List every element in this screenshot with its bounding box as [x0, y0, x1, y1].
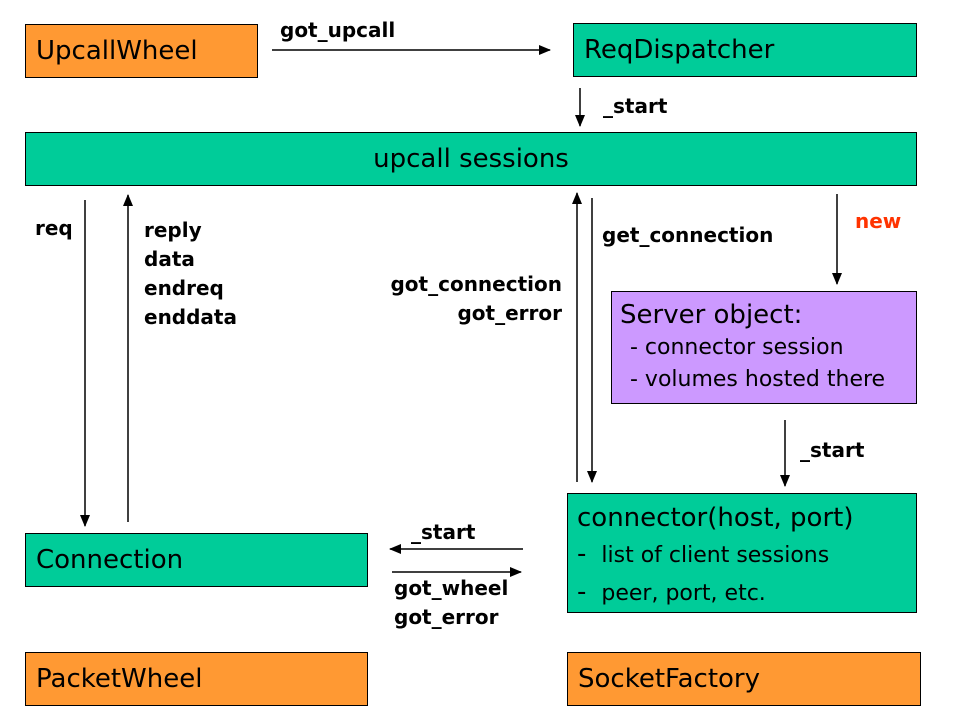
label-got-wheel-group: got_wheel got_error — [394, 574, 508, 632]
connector-item-text: peer, port, etc. — [601, 581, 766, 606]
reqdispatcher-label: ReqDispatcher — [584, 35, 775, 65]
label-reply-group: reply data endreq enddata — [144, 216, 237, 332]
connector-box: connector(host, port) - list of client s… — [567, 493, 917, 613]
label-enddata: enddata — [144, 305, 237, 329]
connector-title: connector(host, port) — [577, 503, 854, 533]
reqdispatcher-box: ReqDispatcher — [573, 23, 917, 77]
server-object-title: Server object: — [620, 300, 803, 330]
packetwheel-label: PacketWheel — [36, 664, 203, 694]
upcallwheel-box: UpcallWheel — [25, 24, 258, 78]
server-object-box: Server object: - connector session - vol… — [611, 291, 917, 404]
label-new: new — [855, 209, 902, 233]
label-got-wheel: got_wheel — [394, 576, 509, 600]
upcallwheel-label: UpcallWheel — [36, 36, 198, 66]
connector-bullet: - — [577, 577, 587, 607]
label-get-connection: get_connection — [602, 223, 774, 247]
connection-box: Connection — [25, 533, 368, 587]
label-got-error-2: got_error — [394, 605, 499, 629]
label-connection-start: _start — [411, 520, 476, 544]
label-dispatcher-start: _start — [603, 94, 668, 118]
connection-label: Connection — [36, 545, 184, 575]
label-endreq: endreq — [144, 276, 224, 300]
connector-item: - peer, port, etc. — [577, 574, 916, 612]
packetwheel-box: PacketWheel — [25, 652, 368, 706]
connector-item: - list of client sessions — [577, 536, 916, 574]
label-server-start: _start — [800, 438, 865, 462]
label-data: data — [144, 247, 195, 271]
connector-bullet: - — [577, 539, 587, 569]
connector-item-text: list of client sessions — [601, 543, 830, 568]
label-got-connection: got_connection — [390, 272, 562, 296]
upcall-sessions-box: upcall sessions — [25, 132, 917, 186]
label-got-upcall: got_upcall — [280, 18, 396, 42]
upcall-sessions-label: upcall sessions — [373, 144, 569, 174]
label-got-error: got_error — [457, 301, 562, 325]
server-object-item: - volumes hosted there — [630, 367, 886, 392]
label-got-connection-group: got_connection got_error — [362, 270, 562, 328]
socketfactory-label: SocketFactory — [578, 664, 760, 694]
socketfactory-box: SocketFactory — [567, 652, 921, 706]
label-reply: reply — [144, 218, 202, 242]
server-object-item: - connector session — [630, 335, 844, 360]
label-req: req — [35, 216, 73, 240]
